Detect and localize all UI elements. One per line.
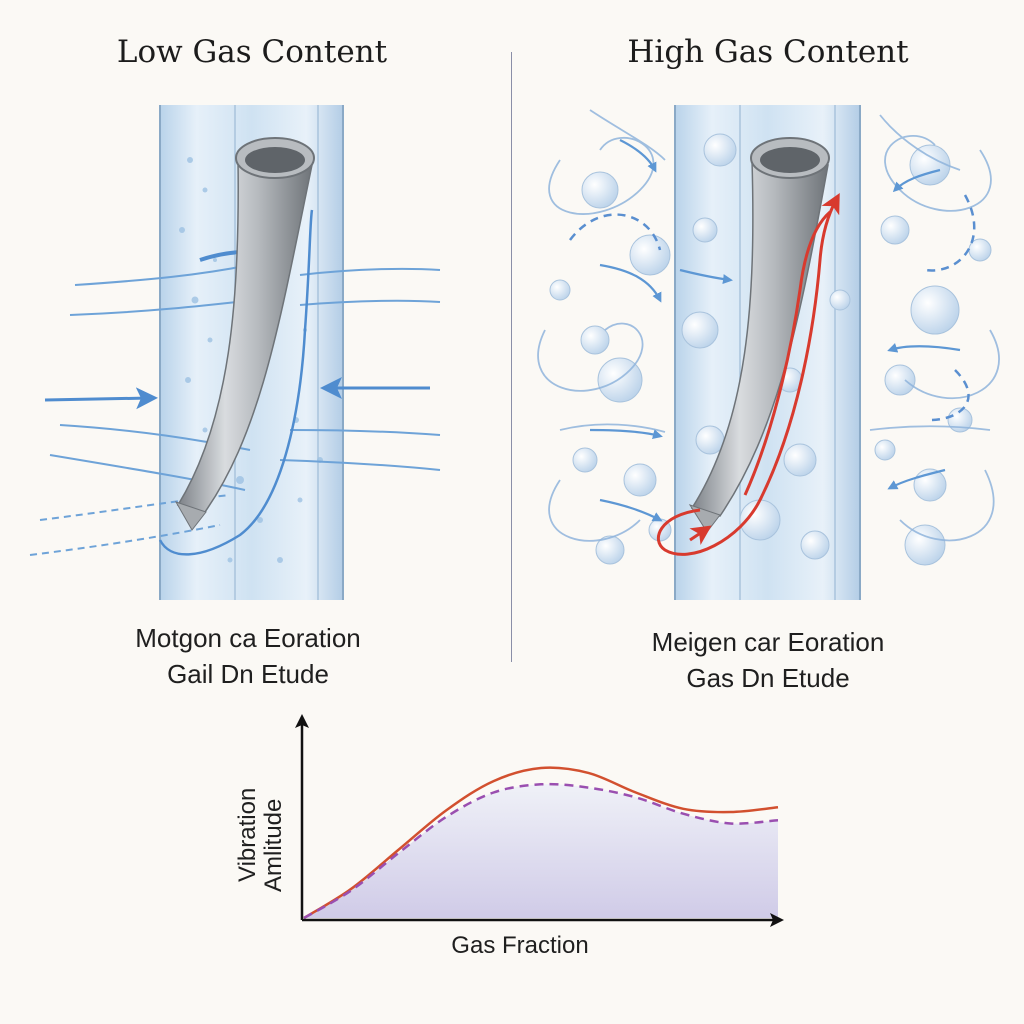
left-caption-line2: Gail Dn Etude (167, 659, 329, 689)
right-flow-arrows (589, 139, 961, 522)
y-axis-label-line1: Vibration (234, 787, 261, 882)
right-panel-caption: Meigen car Eoration Gas Dn Etude (568, 624, 968, 696)
right-probe-tube-icon (688, 137, 830, 533)
right-dashed-flow (569, 194, 976, 422)
right-red-flow-loop (656, 192, 840, 556)
x-axis-label: Gas Fraction (451, 932, 589, 959)
right-panel-title: High Gas Content (627, 34, 909, 70)
left-flow-arrow (44, 387, 158, 410)
left-panel-title: Low Gas Content (116, 34, 388, 70)
chart (295, 714, 784, 927)
left-panel-caption: Motgon ca Eoration Gail Dn Etude (48, 620, 448, 692)
right-caption-line2: Gas Dn Etude (686, 663, 850, 693)
y-axis-label-line2: Amlitude (260, 798, 287, 892)
left-panel (29, 105, 441, 600)
series-solid-line (303, 766, 779, 920)
series-dashed-line (303, 782, 779, 920)
right-panel (537, 105, 1000, 600)
left-probe-tube-icon (174, 137, 315, 531)
right-caption-line1: Meigen car Eoration (651, 627, 885, 657)
left-caption-line1: Motgon ca Eoration (135, 623, 361, 653)
y-axis-label: Vibration Amlitude (196, 752, 336, 902)
chart-area-fill (304, 784, 778, 918)
panel-divider (511, 52, 512, 662)
right-swirl-lines (537, 109, 1000, 542)
